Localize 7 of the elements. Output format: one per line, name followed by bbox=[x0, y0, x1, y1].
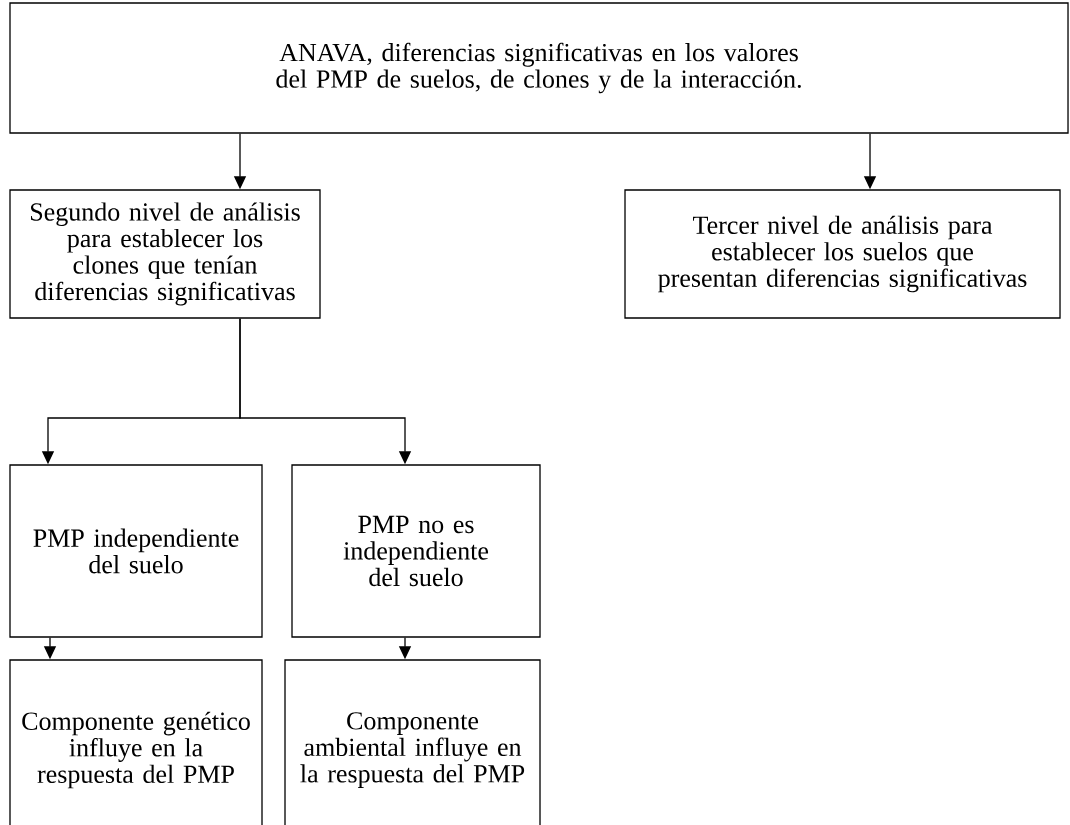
process-box: Segundo nivel de análisis para establecer los clones que tenían diferencias significativas bbox=[9, 189, 321, 319]
process-box: Tercer nivel de análisis para establecer los suelos que presentan diferencias significativas bbox=[624, 189, 1061, 319]
process-box: PMP independiente del suelo bbox=[9, 464, 263, 638]
process-box: PMP no es independiente del suelo bbox=[291, 464, 541, 638]
process-box: Componente ambiental influye en la respuesta del PMP bbox=[284, 659, 541, 825]
process-box: ANAVA, diferencias significativas en los valores del PMP de suelos, de clones y de la interacción. bbox=[9, 2, 1069, 134]
process-box: Componente genético influye en la respuesta del PMP bbox=[9, 659, 263, 825]
